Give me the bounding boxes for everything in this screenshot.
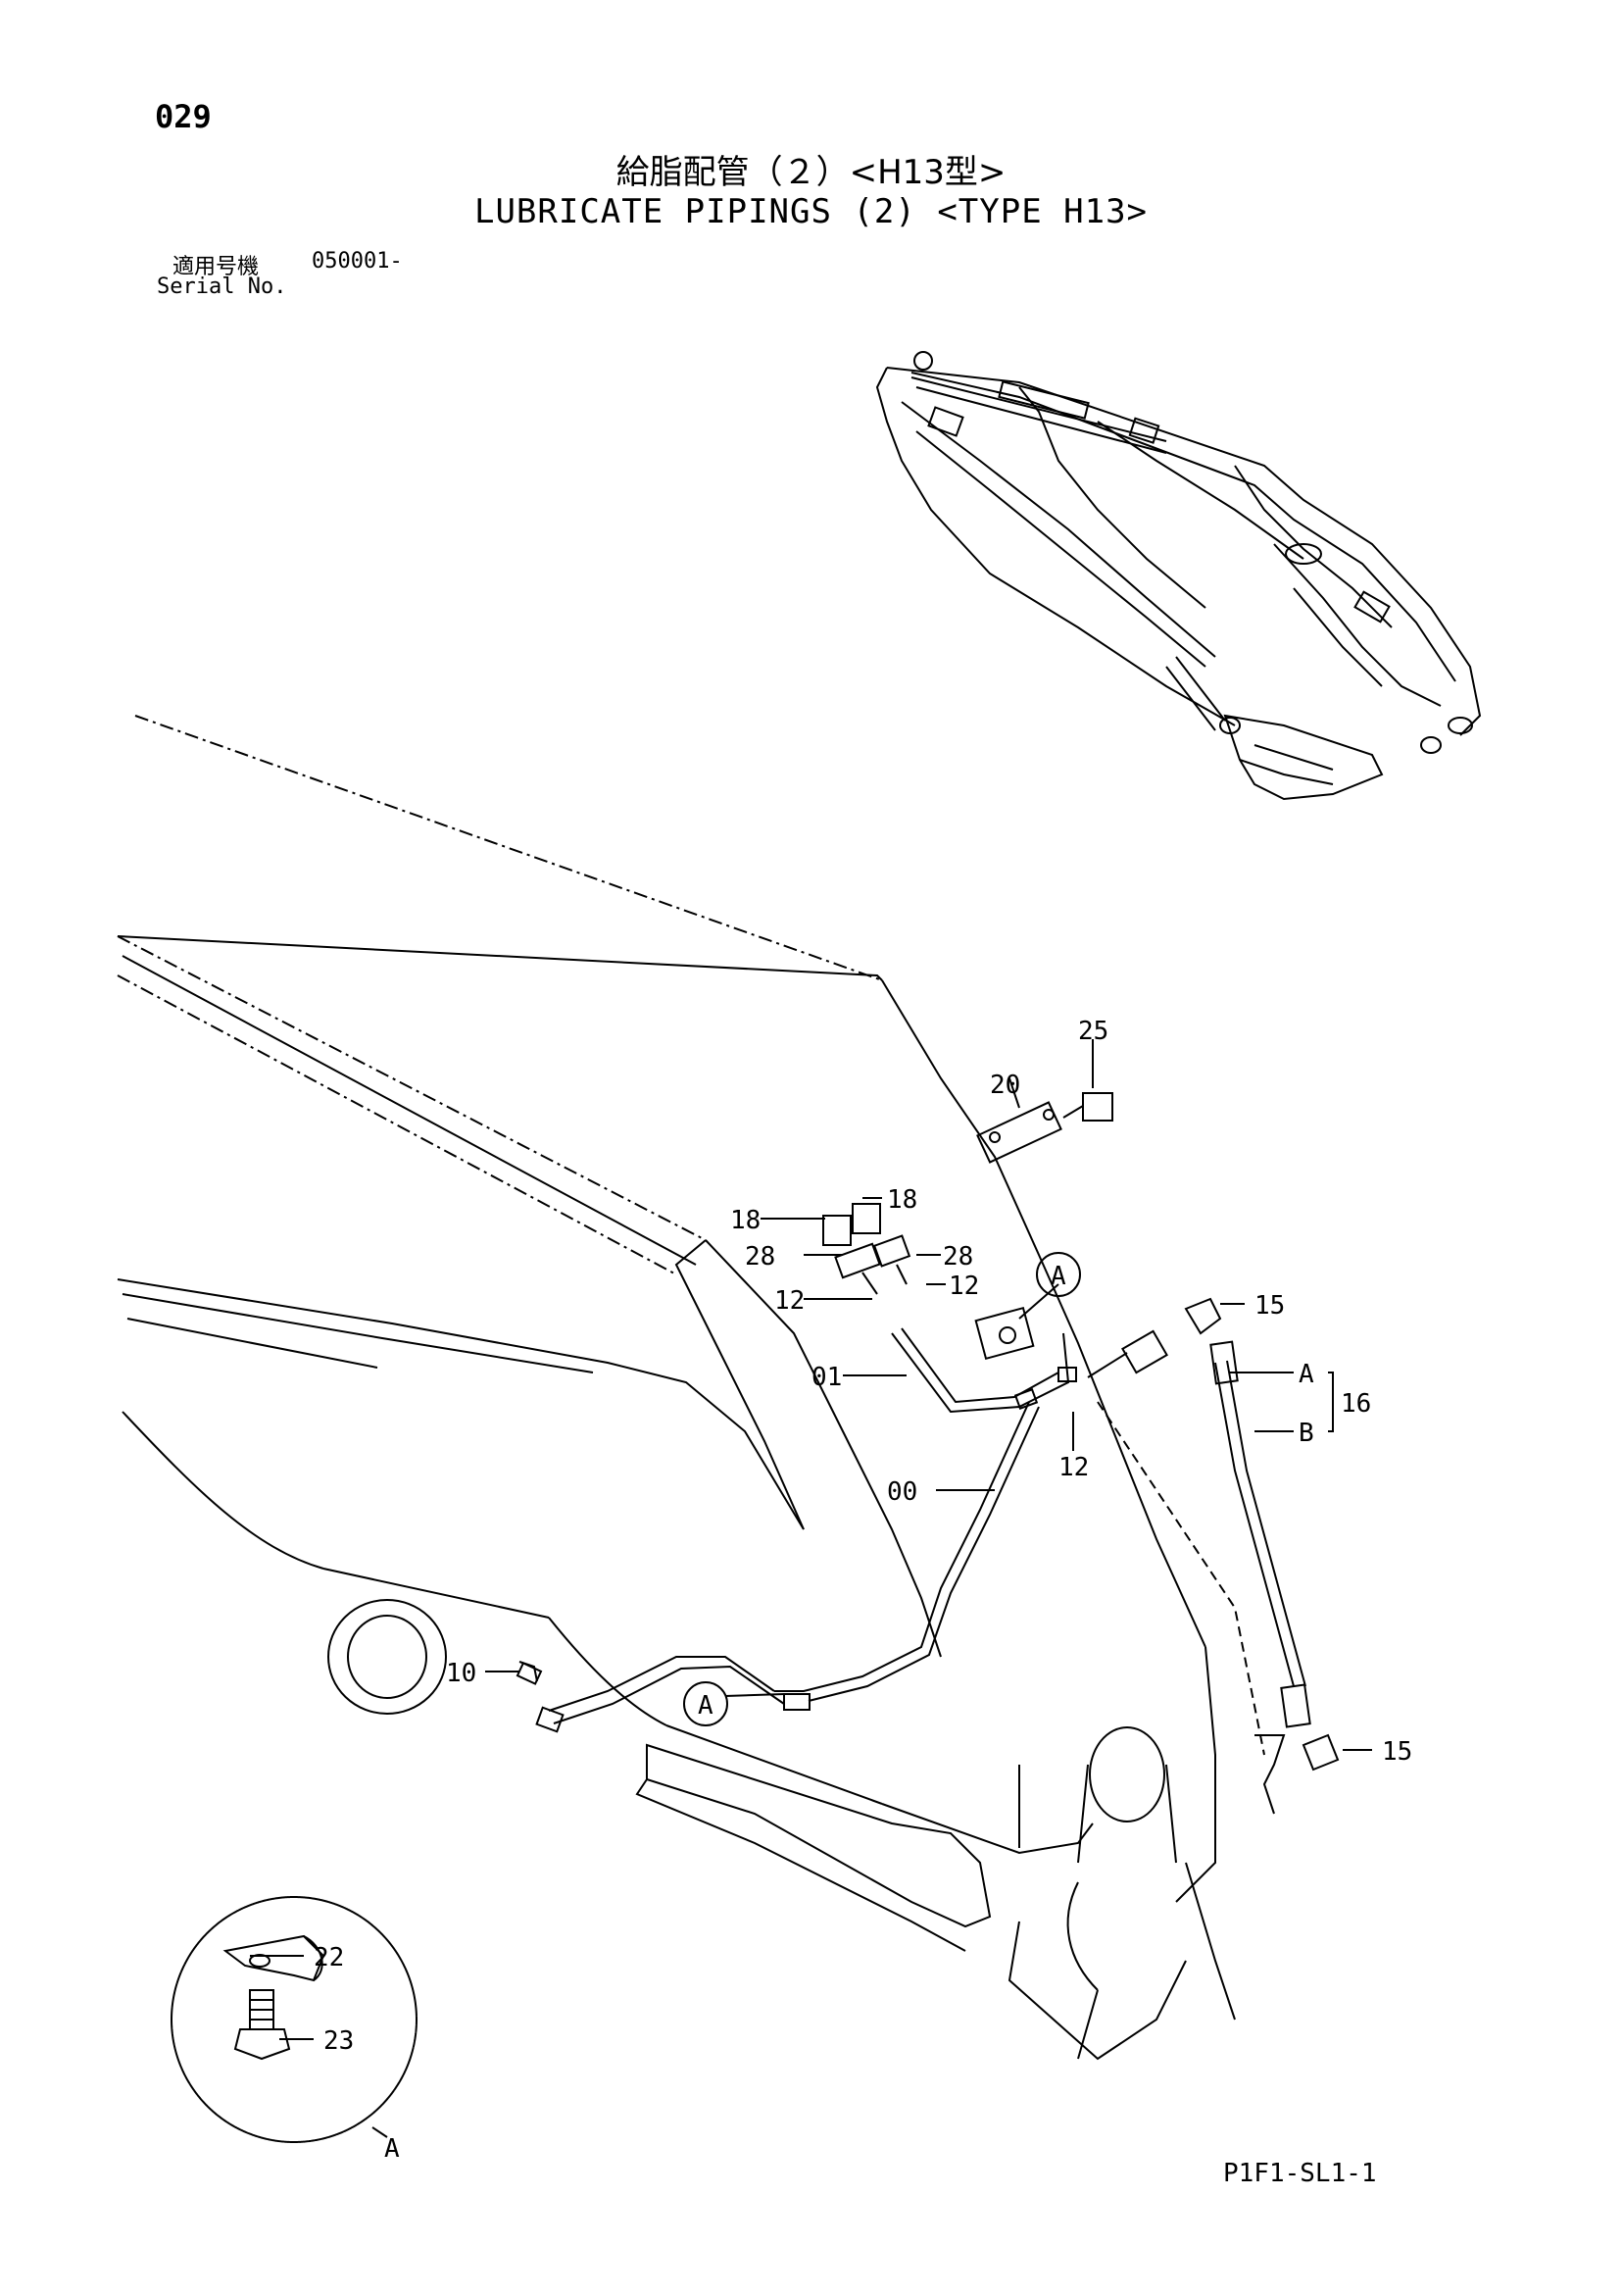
callout-20: 20 <box>990 1071 1020 1100</box>
callout-labels: 25 20 18 18 28 28 12 12 12 01 00 10 15 1… <box>314 1017 1412 2164</box>
callout-15-upper: 15 <box>1254 1291 1285 1321</box>
callout-12-left: 12 <box>774 1286 805 1316</box>
callout-B-hose: B <box>1299 1419 1314 1448</box>
callout-leaders <box>250 1039 1372 2040</box>
serial-label-japanese: 適用号機 <box>172 255 260 279</box>
callout-16: 16 <box>1341 1389 1371 1419</box>
callout-18-right: 18 <box>887 1185 917 1215</box>
boom-structure <box>117 715 1265 2061</box>
callout-10: 10 <box>446 1659 476 1688</box>
arm-overview-illustration <box>875 351 1482 801</box>
callout-12-lower: 12 <box>1058 1453 1089 1482</box>
page-number: 029 <box>155 98 212 135</box>
callout-12-right: 12 <box>949 1272 979 1301</box>
detail-a-view <box>171 1896 418 2143</box>
serial-value: 050001- <box>312 249 403 274</box>
title-japanese: 給脂配管（２）<H13型> <box>615 153 1007 192</box>
serial-label-english: Serial No. <box>157 275 287 299</box>
detail-marker-a-upper <box>1036 1252 1081 1297</box>
callout-A-hose: A <box>1299 1360 1314 1389</box>
callout-23: 23 <box>323 2026 354 2056</box>
callout-15-lower: 15 <box>1382 1737 1412 1767</box>
callout-00: 00 <box>887 1477 917 1507</box>
marker-a-upper-letter: A <box>1051 1262 1066 1291</box>
detail-marker-a-lower <box>683 1681 728 1726</box>
title-english: LUBRICATE PIPINGS (2) <TYPE H13> <box>473 192 1149 231</box>
callout-25: 25 <box>1078 1017 1108 1046</box>
lube-piping <box>516 1092 1340 1815</box>
marker-a-lower-letter: A <box>698 1691 713 1721</box>
callout-01: 01 <box>811 1363 842 1392</box>
detail-a-label: A <box>384 2134 400 2164</box>
callout-28-right: 28 <box>943 1242 973 1272</box>
callout-22: 22 <box>314 1943 344 1972</box>
page-code: P1F1-SL1-1 <box>1223 2159 1377 2188</box>
callout-18-left: 18 <box>730 1206 761 1235</box>
callout-28-left: 28 <box>745 1242 775 1272</box>
